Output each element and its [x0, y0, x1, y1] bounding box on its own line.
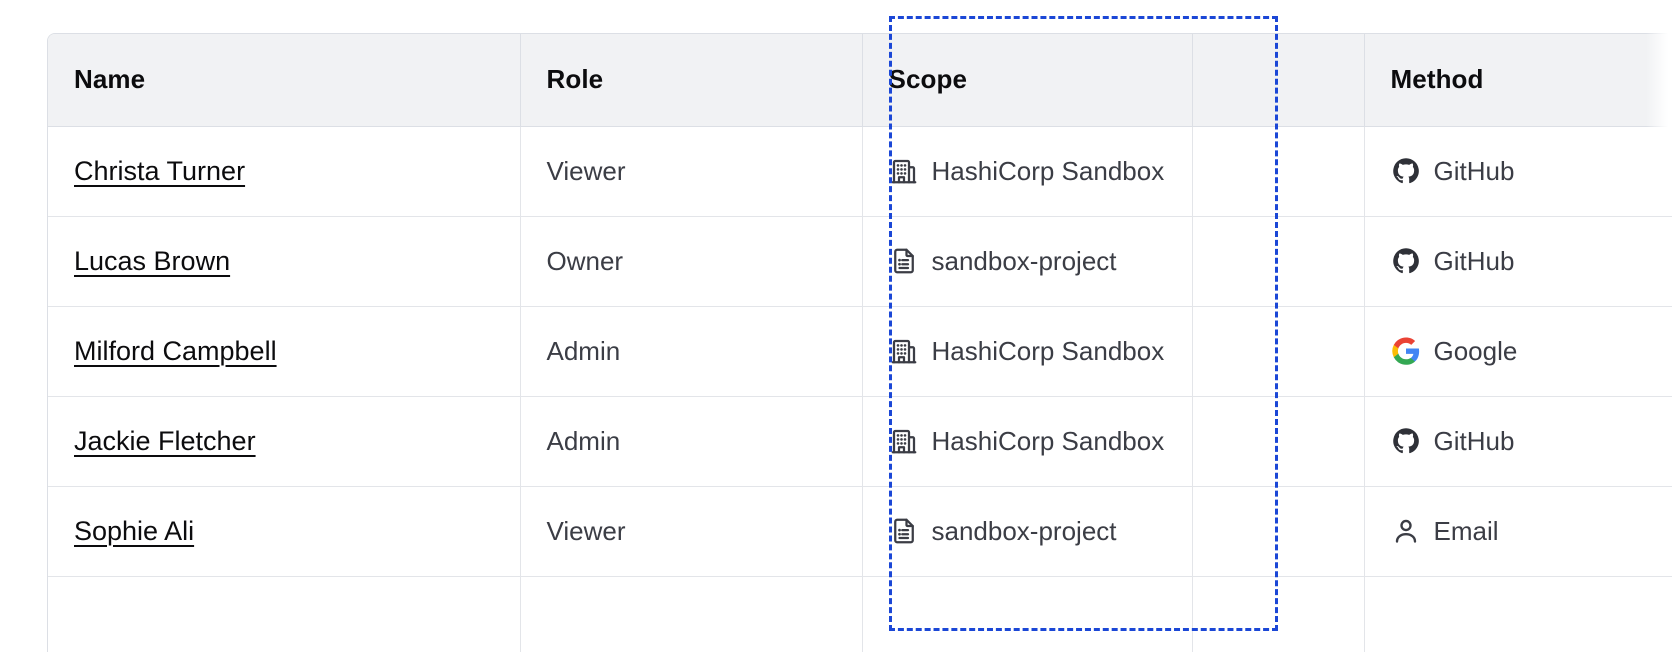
organization-building-icon [889, 156, 919, 186]
cell-method: Google [1364, 306, 1672, 397]
cell-blank [1192, 306, 1365, 397]
cell-method: GitHub [1364, 126, 1672, 217]
user-name-link[interactable]: Christa Turner [74, 155, 246, 186]
organization-building-icon [889, 336, 919, 366]
scope-label: HashiCorp Sandbox [931, 155, 1165, 186]
table-body: Christa Turner Viewer [48, 126, 1672, 652]
user-person-icon [1391, 516, 1421, 546]
user-name-link[interactable]: Milford Campbell [74, 335, 277, 366]
cell-role: Viewer [520, 486, 863, 577]
user-name-link[interactable]: Sophie Ali [74, 515, 195, 546]
project-document-icon [889, 516, 919, 546]
cell-scope: HashiCorp Sandbox [862, 126, 1193, 217]
cell-blank [1192, 216, 1365, 307]
table-row: Christa Turner Viewer [48, 126, 1672, 217]
column-header-role[interactable]: Role [520, 34, 863, 127]
cell-role [520, 576, 863, 652]
github-icon [1391, 246, 1421, 276]
column-header-name[interactable]: Name [48, 34, 521, 127]
scope-label: HashiCorp Sandbox [931, 425, 1165, 456]
cell-scope [862, 576, 1193, 652]
cell-blank [1192, 126, 1365, 217]
table-header: Name Role Scope Method [48, 34, 1672, 127]
cell-scope: HashiCorp Sandbox [862, 306, 1193, 397]
cell-role: Viewer [520, 126, 863, 217]
table-header-row: Name Role Scope Method [48, 34, 1672, 127]
cell-role: Admin [520, 306, 863, 397]
google-icon [1391, 336, 1421, 366]
permissions-table: Name Role Scope Method Christa Turner Vi… [48, 34, 1672, 652]
cell-scope: sandbox-project [862, 216, 1193, 307]
cell-name [48, 576, 521, 652]
table-row: Sophie Ali Viewer [48, 486, 1672, 577]
scope-label: sandbox-project [931, 245, 1117, 276]
cell-name: Jackie Fletcher [48, 396, 521, 487]
method-label: GitHub [1433, 245, 1515, 276]
permissions-table-container: Name Role Scope Method Christa Turner Vi… [47, 33, 1672, 652]
cell-name: Milford Campbell [48, 306, 521, 397]
table-row-partial [48, 576, 1672, 652]
table-row: Jackie Fletcher Admin [48, 396, 1672, 487]
cell-blank [1192, 576, 1365, 652]
user-name-link[interactable]: Jackie Fletcher [74, 425, 256, 456]
method-label: Email [1433, 515, 1499, 546]
method-label: Google [1433, 335, 1518, 366]
cell-blank [1192, 486, 1365, 577]
github-icon [1391, 156, 1421, 186]
cell-blank [1192, 396, 1365, 487]
column-header-scope[interactable]: Scope [862, 34, 1193, 127]
cell-method: GitHub [1364, 216, 1672, 307]
method-label: GitHub [1433, 155, 1515, 186]
cell-name: Sophie Ali [48, 486, 521, 577]
column-header-blank [1192, 34, 1365, 127]
organization-building-icon [889, 426, 919, 456]
github-icon [1391, 426, 1421, 456]
cell-scope: HashiCorp Sandbox [862, 396, 1193, 487]
table-row: Lucas Brown Owner [48, 216, 1672, 307]
project-document-icon [889, 246, 919, 276]
scope-label: sandbox-project [931, 515, 1117, 546]
user-name-link[interactable]: Lucas Brown [74, 245, 231, 276]
column-header-method[interactable]: Method [1364, 34, 1672, 127]
method-label: GitHub [1433, 425, 1515, 456]
scope-label: HashiCorp Sandbox [931, 335, 1165, 366]
cell-method: GitHub [1364, 396, 1672, 487]
cell-role: Owner [520, 216, 863, 307]
table-row: Milford Campbell Admin [48, 306, 1672, 397]
cell-name: Lucas Brown [48, 216, 521, 307]
cell-role: Admin [520, 396, 863, 487]
cell-scope: sandbox-project [862, 486, 1193, 577]
cell-method [1364, 576, 1672, 652]
cell-method: Email [1364, 486, 1672, 577]
cell-name: Christa Turner [48, 126, 521, 217]
